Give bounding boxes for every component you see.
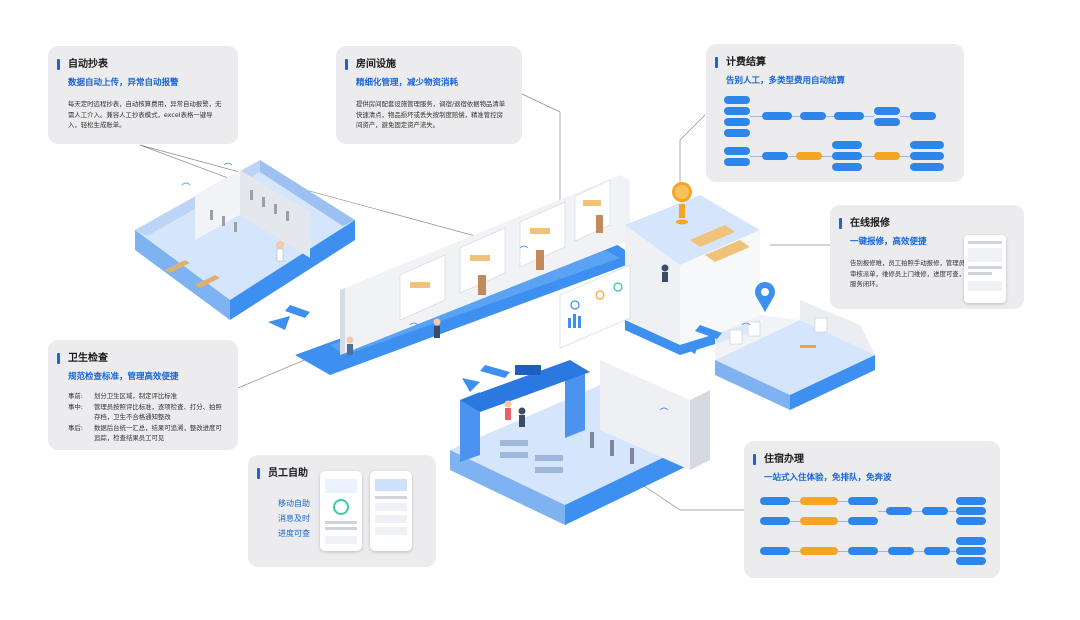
flow-arrows [268,305,722,392]
wifi-icons [181,162,751,411]
card-subtitle: 告别人工，多类型费用自动结算 [726,76,846,86]
card-description: 告别报修难，员工拍照手动报修，管理员审核派单，维修员上门维修，进度可查，服务闭环… [850,259,966,288]
feature-mobile: 移动自助 [278,499,310,508]
phone-mockup-right [370,471,412,551]
phone-mockup-left [320,471,362,551]
card-subtitle: 规范检查标准，管理高效便捷 [68,372,179,382]
card-subtitle: 数据自动上传，异常自动报警 [68,78,179,88]
feature-notify: 消息及时 [278,514,310,523]
hygiene-before: 事前: 划分卫生区域，制定评比标准 [68,392,178,400]
card-room-facilities: 房间设施 精细化管理，减少物资消耗 提供房间配套设施管理服务，调宿/退宿依据物品… [336,46,522,144]
card-subtitle: 一键报修，高效便捷 [850,237,927,247]
card-checkin: 住宿办理 一站式入住体验，免排队，免奔波 [744,441,1000,578]
washroom-block [135,160,355,320]
card-title: 住宿办理 [753,453,986,466]
dorm-corridor-block [295,175,640,375]
hygiene-during: 事中: 管理员按照评比标准，逐项检查、打分、拍照存档，卫生不合格通知整改 [68,402,222,422]
card-title: 员工自助 [257,467,422,480]
feature-progress: 进度可查 [278,529,310,538]
card-subtitle: 精细化管理，减少物资消耗 [356,78,459,88]
repair-phone-mockup [964,235,1006,303]
card-online-repair: 在线报修 一键报修，高效便捷 告别报修难，员工拍照手动报修，管理员审核派单，维修… [830,205,1024,309]
card-description: 每天定时远程抄表，自动核算费用，异常自动报警，无需人工介入。兼容人工抄表模式，e… [68,100,222,129]
card-billing: 计费结算 告别人工，多类型费用自动结算 [706,44,964,182]
card-description: 提供房间配套设施管理服务，调宿/退宿依据物品清单快速清点，物品损坏或丢失按制度赔… [356,100,506,129]
card-title: 自动抄表 [57,58,224,71]
dorm-room-right [625,195,760,355]
checkin-flow-chart [744,441,1000,578]
lobby-block [450,360,710,525]
card-title: 房间设施 [345,58,508,71]
repair-pin-icon [755,282,775,312]
laundry-block [715,300,875,410]
billing-flow-chart [706,44,964,182]
card-title: 计费结算 [715,56,950,69]
card-hygiene-check: 卫生检查 规范检查标准，管理高效便捷 事前: 划分卫生区域，制定评比标准 事中:… [48,340,238,450]
card-title: 在线报修 [839,217,1010,230]
card-staff-self-service: 员工自助 移动自助 消息及时 进度可查 [248,455,436,567]
card-subtitle: 一站式入住体验，免排队，免奔波 [764,473,892,483]
hygiene-after: 事后: 数据后台统一汇总，结果可追溯，整改进度可追踪，检查结果员工可见 [68,423,222,443]
coin-icon [672,182,692,225]
card-title: 卫生检查 [57,352,224,365]
card-auto-meter: 自动抄表 数据自动上传，异常自动报警 每天定时远程抄表，自动核算费用，异常自动报… [48,46,238,144]
dashboard-screen [559,264,631,349]
